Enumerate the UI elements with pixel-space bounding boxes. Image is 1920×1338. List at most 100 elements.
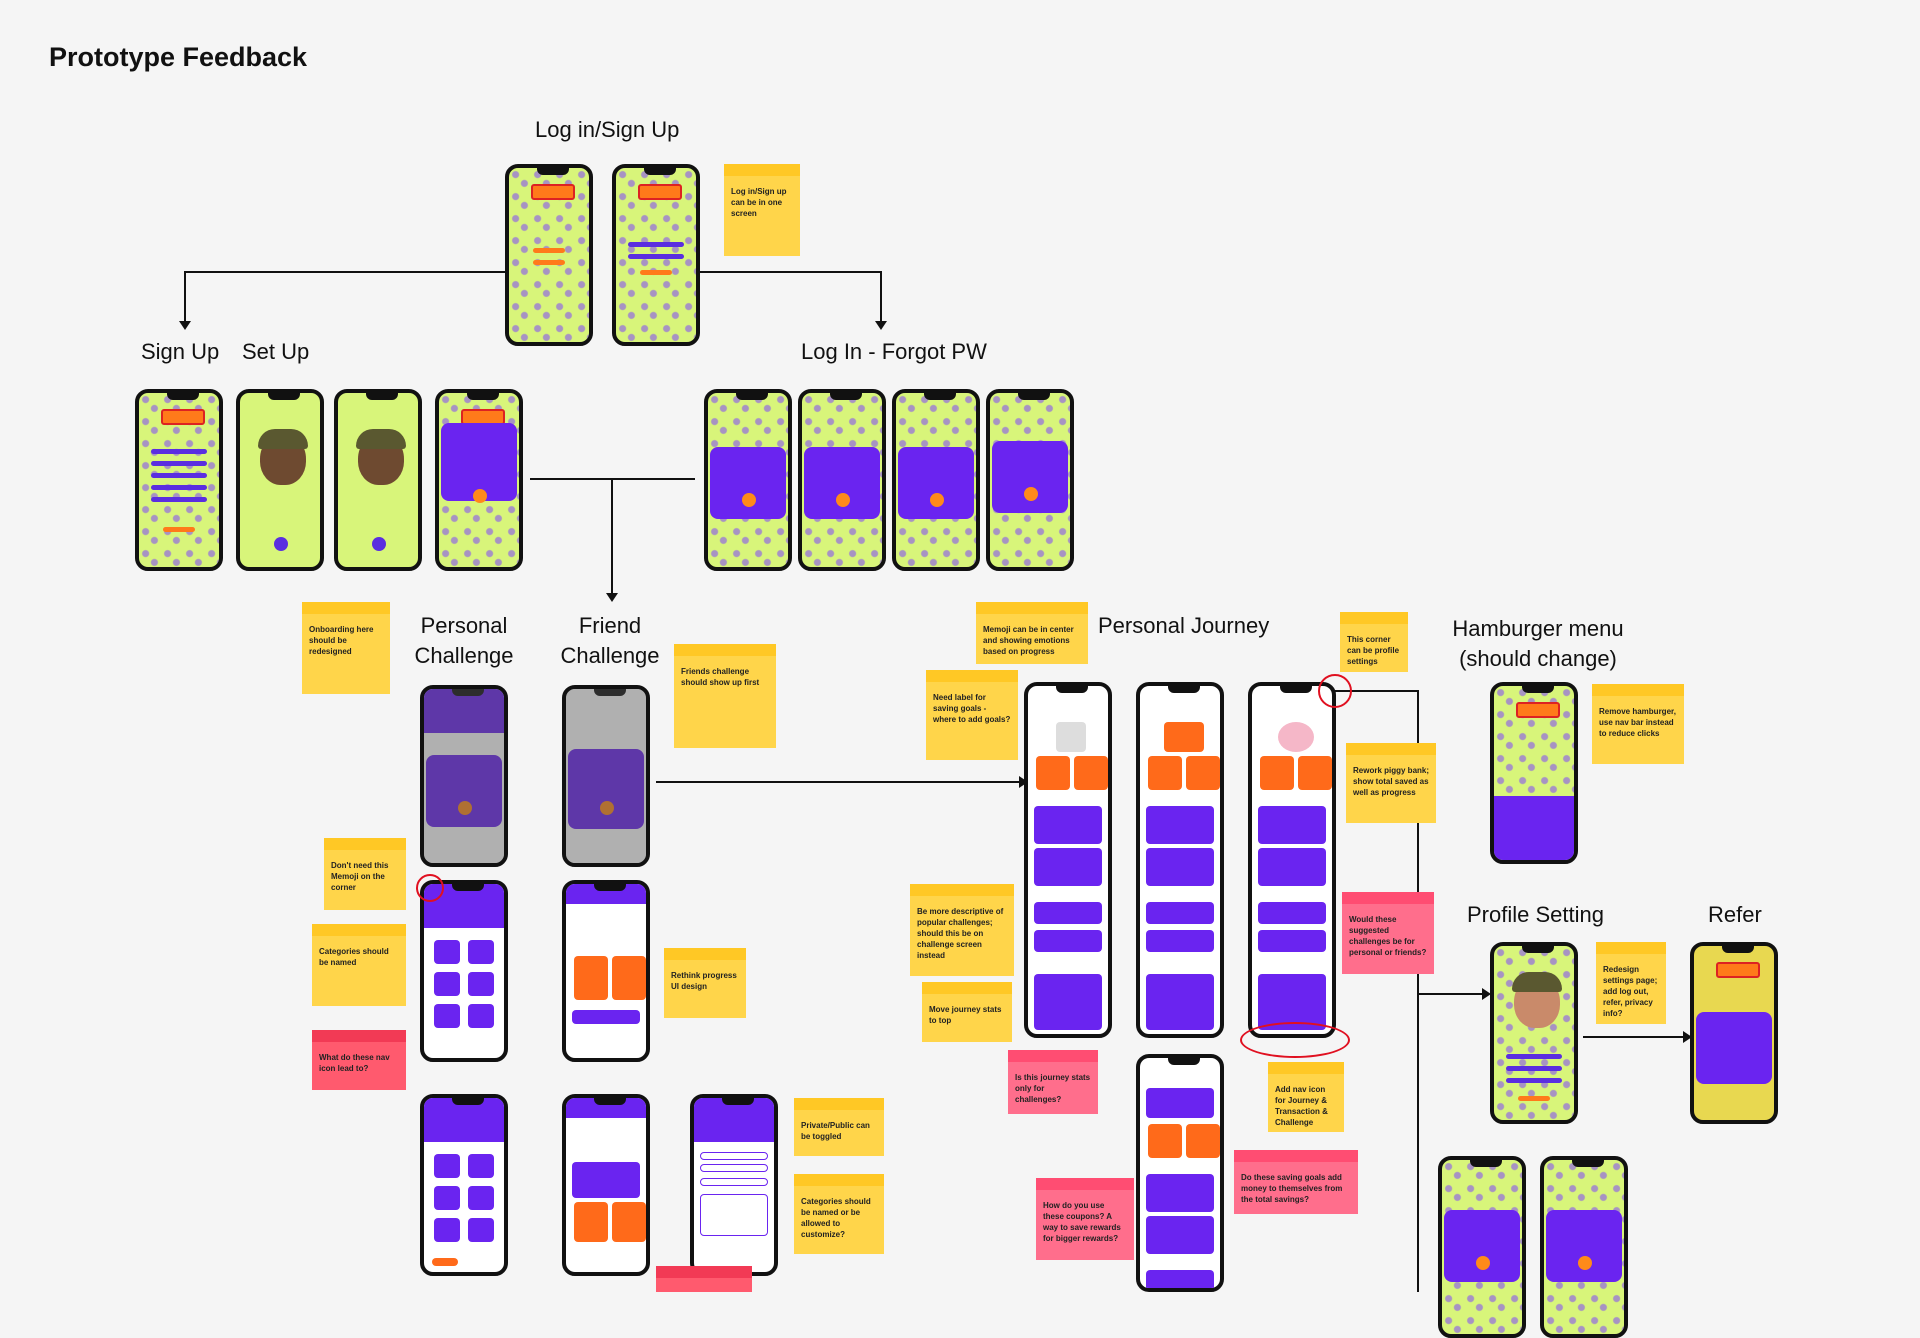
sticky-note: Onboarding here should be redesigned: [302, 602, 390, 694]
page-title: Prototype Feedback: [49, 42, 308, 72]
label-personal-journey: Personal Journey: [1098, 613, 1270, 638]
sticky-note: Categories should be named: [312, 924, 406, 1006]
saving-goal: [1148, 1124, 1182, 1158]
reward: [1258, 806, 1326, 844]
input: [1506, 1078, 1562, 1083]
label-friend-challenge: Friend Challenge: [560, 613, 660, 668]
input: [1506, 1054, 1562, 1059]
input: [628, 254, 684, 259]
connector: [1334, 690, 1418, 692]
phone-friend-intro[interactable]: [562, 685, 650, 867]
phone-login-1[interactable]: [505, 164, 593, 346]
sticky-note: Friends challenge should show up first: [674, 644, 776, 748]
saving-goal: [1074, 756, 1108, 790]
phone-login-2[interactable]: [612, 164, 700, 346]
sticky-note: Move journey stats to top: [922, 982, 1012, 1042]
phone-friend-list[interactable]: [562, 880, 650, 1062]
saving-goal: [1036, 756, 1070, 790]
input: [151, 497, 207, 502]
phone-safety-1[interactable]: [1438, 1156, 1526, 1338]
label-profile-setting: Profile Setting: [1467, 902, 1604, 927]
phone-friend-detail[interactable]: [562, 1094, 650, 1276]
category-tile: [434, 972, 460, 996]
journey-stats: [1146, 974, 1214, 1030]
connector: [1583, 1036, 1683, 1038]
connector: [611, 478, 613, 593]
popular-challenge: [1146, 930, 1214, 952]
phone-personal-balance[interactable]: [420, 1094, 508, 1276]
challenge-card: [612, 1202, 646, 1242]
check-icon: [742, 493, 756, 507]
saving-goal: [1186, 756, 1220, 790]
message-card: [992, 441, 1068, 513]
popular-challenge: [1034, 930, 1102, 952]
phone-safety-2[interactable]: [1540, 1156, 1628, 1338]
phone-forgot-sent[interactable]: [986, 389, 1074, 571]
phone-personal-categories[interactable]: [420, 880, 508, 1062]
check-icon: [473, 489, 487, 503]
input: [628, 242, 684, 247]
message-card: [568, 749, 644, 829]
sticky-note: Add nav icon for Journey & Transaction &…: [1268, 1062, 1344, 1132]
challenge-card: [574, 1202, 608, 1242]
phone-forgot-3[interactable]: [892, 389, 980, 571]
sticky-note: Need label for saving goals - where to a…: [926, 670, 1018, 760]
check-icon: [1024, 487, 1038, 501]
phone-refer[interactable]: [1690, 942, 1778, 1124]
connector: [184, 271, 505, 273]
check-icon: [836, 493, 850, 507]
arrow-head: [1019, 776, 1028, 788]
message-card: [1696, 1012, 1772, 1084]
phone-hamburger-menu[interactable]: [1490, 682, 1578, 864]
savings-bubble: [1164, 722, 1204, 752]
label-hamburger-menu: Hamburger menu (should change): [1452, 616, 1624, 671]
logo: [1516, 702, 1560, 718]
message-card: [898, 447, 974, 519]
prototype-feedback-board: Prototype Feedback Log in/Sign Up Sign U…: [49, 42, 1778, 1338]
phone-set-up-sad[interactable]: [334, 389, 422, 571]
phone-set-up-done[interactable]: [435, 389, 523, 571]
input: [700, 1178, 768, 1186]
app-header: [694, 1098, 774, 1142]
category-tile: [434, 1186, 460, 1210]
arrow-head: [1482, 988, 1491, 1000]
annotation-circle: [1240, 1022, 1350, 1058]
phone-forgot-1[interactable]: [704, 389, 792, 571]
button: [533, 248, 565, 253]
input: [700, 1152, 768, 1160]
category-tile: [468, 972, 494, 996]
popular-challenge: [1034, 902, 1102, 924]
phone-journey-1[interactable]: [1024, 682, 1112, 1038]
phone-journey-3[interactable]: [1248, 682, 1336, 1038]
phone-journey-2[interactable]: [1136, 682, 1224, 1038]
check-icon: [1476, 1256, 1490, 1270]
saving-goal: [1260, 756, 1294, 790]
category-grid: [700, 1194, 768, 1236]
sticky-note: This corner can be profile settings: [1340, 612, 1408, 672]
phone-create-friend-challenge[interactable]: [690, 1094, 778, 1276]
phone-personal-intro[interactable]: [420, 685, 508, 867]
message-card: [804, 447, 880, 519]
category-tile: [468, 1218, 494, 1242]
logo: [531, 184, 575, 200]
popular-challenge: [1146, 1270, 1214, 1288]
connector: [1417, 993, 1482, 995]
phone-journey-4[interactable]: [1136, 1054, 1224, 1292]
phone-forgot-2[interactable]: [798, 389, 886, 571]
phone-profile-setting[interactable]: [1490, 942, 1578, 1124]
input: [151, 449, 207, 454]
message-card: [441, 423, 517, 501]
annotation-circle: [1318, 674, 1352, 708]
sticky-note: Do these saving goals add money to thems…: [1234, 1150, 1358, 1214]
sticky-note: Rework piggy bank; show total saved as w…: [1346, 743, 1436, 823]
phone-set-up-happy[interactable]: [236, 389, 324, 571]
button: [163, 527, 195, 532]
saving-goal: [1298, 756, 1332, 790]
connector: [184, 271, 186, 321]
sticky-note: Private/Public can be toggled: [794, 1098, 884, 1156]
phone-sign-up[interactable]: [135, 389, 223, 571]
label-personal-challenge: Personal Challenge: [414, 613, 514, 668]
popular-challenge: [1258, 902, 1326, 924]
check-icon: [458, 801, 472, 815]
category-tile: [468, 940, 494, 964]
